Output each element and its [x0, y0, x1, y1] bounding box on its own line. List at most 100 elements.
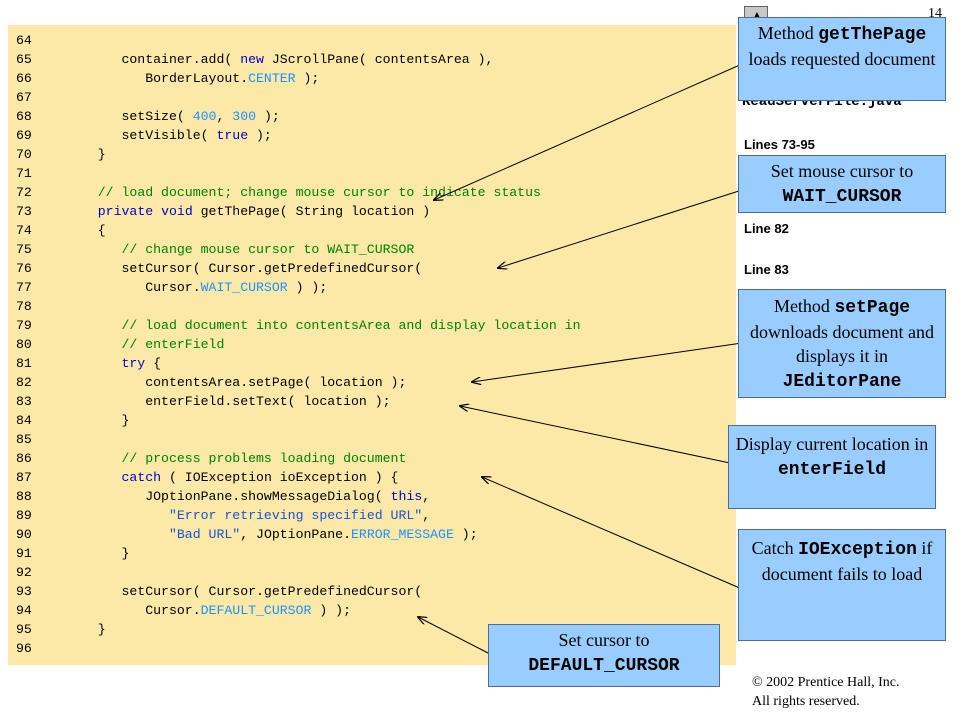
code-text: catch ( IOException ioException ) {	[121, 470, 399, 485]
callout-text: Method	[757, 23, 819, 43]
code-text: setSize( 400, 300 );	[74, 109, 280, 124]
code-line: 73 private void getThePage( String locat…	[8, 202, 736, 221]
code-text: "Error retrieving specified URL",	[168, 508, 431, 523]
callout-text: Catch	[751, 538, 799, 558]
line-number: 93	[16, 584, 32, 599]
code-text: container.add( new JScrollPane( contents…	[74, 52, 494, 67]
callout-text: Set cursor to	[558, 630, 650, 650]
code-line: 70 }	[8, 145, 736, 164]
callout-code: setPage	[834, 298, 911, 318]
code-line: 90 "Bad URL", JOptionPane.ERROR_MESSAGE …	[8, 525, 736, 544]
code-text: }	[74, 546, 130, 561]
code-line: 89 "Error retrieving specified URL",	[8, 506, 736, 525]
up-arrow-icon: ▲	[751, 8, 763, 22]
code-text: // process problems loading document	[121, 451, 407, 466]
line-number: 82	[16, 375, 32, 390]
callout-wait-cursor: Set mouse cursor to WAIT_CURSOR	[738, 155, 946, 213]
code-text: // load document; change mouse cursor to…	[97, 185, 541, 200]
line-number: 80	[16, 337, 32, 352]
line-number: 71	[16, 166, 32, 181]
code-text: // change mouse cursor to WAIT_CURSOR	[121, 242, 415, 257]
footer-copyright: © 2002 Prentice Hall, Inc.	[752, 675, 900, 690]
code-text: JOptionPane.showMessageDialog( this,	[74, 489, 431, 504]
code-text: try {	[121, 356, 162, 371]
code-line: 95 }	[8, 620, 736, 639]
callout-code: DEFAULT_CURSOR	[528, 656, 680, 676]
code-text: // load document into contentsArea and d…	[121, 318, 581, 333]
line-number: 76	[16, 261, 32, 276]
line-number: 85	[16, 432, 32, 447]
line-number: 92	[16, 565, 32, 580]
code-line: 74 {	[8, 221, 736, 240]
code-text: "Bad URL", JOptionPane.ERROR_MESSAGE );	[168, 527, 478, 542]
code-line: 87 catch ( IOException ioException ) {	[8, 468, 736, 487]
code-line: 64	[8, 31, 736, 50]
code-line: 65 container.add( new JScrollPane( conte…	[8, 50, 736, 69]
code-line: 91 }	[8, 544, 736, 563]
line-number: 68	[16, 109, 32, 124]
code-text: setCursor( Cursor.getPredefinedCursor(	[74, 261, 423, 276]
line-number: 66	[16, 71, 32, 86]
code-line: 84 }	[8, 411, 736, 430]
code-line: 76 setCursor( Cursor.getPredefinedCursor…	[8, 259, 736, 278]
code-line: 96	[8, 639, 736, 658]
callout-text: Set mouse cursor to	[770, 161, 914, 181]
callout-code: JEditorPane	[782, 372, 902, 392]
callout-code: WAIT_CURSOR	[782, 187, 902, 207]
line-number: 87	[16, 470, 32, 485]
line-number: 65	[16, 52, 32, 67]
code-text: }	[74, 622, 106, 637]
callout-display-location: Display current location in enterField	[728, 425, 936, 509]
code-text: // enterField	[121, 337, 225, 352]
line-number: 67	[16, 90, 32, 105]
footer-rights: All rights reserved.	[752, 694, 860, 709]
code-line: 92	[8, 563, 736, 582]
code-line: 93 setCursor( Cursor.getPredefinedCursor…	[8, 582, 736, 601]
line-number: 69	[16, 128, 32, 143]
code-text: Cursor.WAIT_CURSOR ) );	[74, 280, 328, 295]
line-number: 84	[16, 413, 32, 428]
code-line: 81 try {	[8, 354, 736, 373]
code-line: 80 // enterField	[8, 335, 736, 354]
code-text: }	[74, 147, 106, 162]
code-line: 66 BorderLayout.CENTER );	[8, 69, 736, 88]
callout-text: downloads document and displays it in	[750, 322, 934, 366]
line-number: 78	[16, 299, 32, 314]
code-line: 86 // process problems loading document	[8, 449, 736, 468]
line-number: 94	[16, 603, 32, 618]
code-text: {	[74, 223, 106, 238]
callout-code: IOException	[798, 540, 917, 560]
code-line: 82 contentsArea.setPage( location );	[8, 373, 736, 392]
lines-label: Lines 73-95	[744, 137, 815, 152]
callout-code: enterField	[777, 460, 887, 480]
callout-default-cursor: Set cursor to DEFAULT_CURSOR	[488, 624, 720, 687]
code-line: 79 // load document into contentsArea an…	[8, 316, 736, 335]
code-text: setCursor( Cursor.getPredefinedCursor(	[74, 584, 423, 599]
line-number: 83	[16, 394, 32, 409]
line-number: 86	[16, 451, 32, 466]
code-line: 68 setSize( 400, 300 );	[8, 107, 736, 126]
line82-label: Line 82	[744, 221, 789, 236]
callout-text: Method	[773, 296, 835, 316]
code-text: setVisible( true );	[74, 128, 272, 143]
code-line: 78	[8, 297, 736, 316]
line-number: 74	[16, 223, 32, 238]
code-line: 83 enterField.setText( location );	[8, 392, 736, 411]
line83-label: Line 83	[744, 262, 789, 277]
line-number: 77	[16, 280, 32, 295]
line-number: 91	[16, 546, 32, 561]
line-number: 89	[16, 508, 32, 523]
line-number: 90	[16, 527, 32, 542]
code-text: contentsArea.setPage( location );	[74, 375, 407, 390]
line-number: 95	[16, 622, 32, 637]
line-number: 88	[16, 489, 32, 504]
code-line: 85	[8, 430, 736, 449]
line-number: 81	[16, 356, 32, 371]
code-line: 88 JOptionPane.showMessageDialog( this,	[8, 487, 736, 506]
code-text: private void getThePage( String location…	[97, 204, 431, 219]
code-line: 94 Cursor.DEFAULT_CURSOR ) );	[8, 601, 736, 620]
line-number: 96	[16, 641, 32, 656]
line-number: 70	[16, 147, 32, 162]
code-line: 72 // load document; change mouse cursor…	[8, 183, 736, 202]
